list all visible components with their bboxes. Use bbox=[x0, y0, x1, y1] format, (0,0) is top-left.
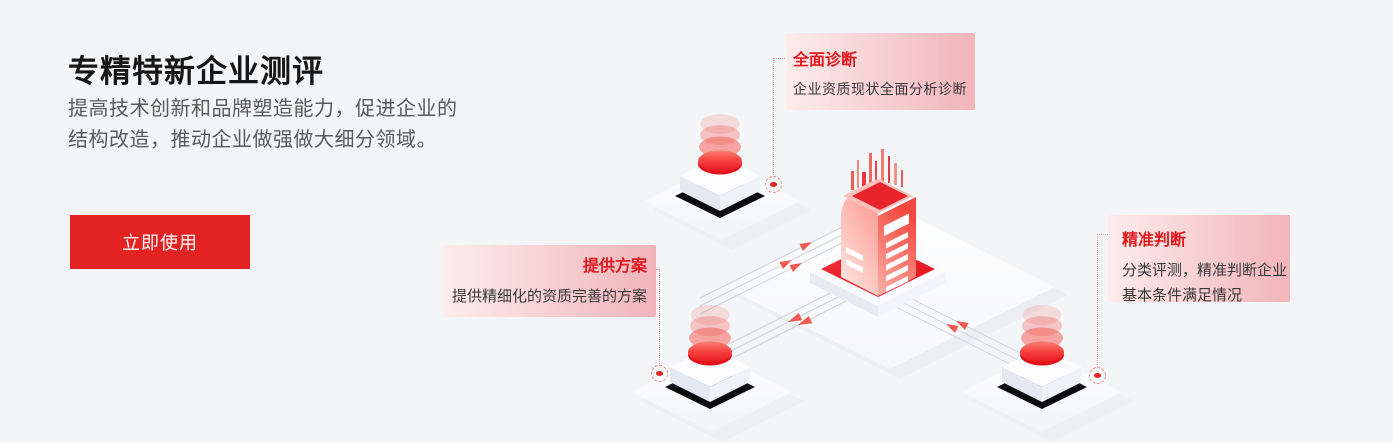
connector-line-judgment bbox=[1097, 234, 1098, 367]
connector-line-judgment bbox=[1097, 234, 1108, 235]
hero-description-line: 结构改造，推动企业做强做大细分领域。 bbox=[68, 129, 437, 151]
callout-description: 提供精细化的资质完善的方案 bbox=[452, 288, 648, 305]
cta-button[interactable]: 立即使用 bbox=[70, 215, 250, 269]
connector-line-solution bbox=[659, 269, 660, 366]
connector-line-solution bbox=[656, 269, 660, 270]
callout-precise-judgment: 精准判断 分类评测，精准判断企业 基本条件满足情况 bbox=[1108, 215, 1290, 304]
callout-description: 分类评测，精准判断企业 基本条件满足情况 bbox=[1122, 262, 1288, 304]
hero-description: 提高技术创新和品牌塑造能力，促进企业的 结构改造，推动企业做强做大细分领域。 bbox=[68, 94, 458, 156]
isometric-illustration bbox=[632, 114, 1134, 442]
connector-target-icon bbox=[1089, 367, 1106, 384]
node-platform-bottom-left bbox=[665, 305, 755, 409]
central-building bbox=[841, 149, 916, 296]
node-platform-bottom-right bbox=[997, 305, 1087, 409]
flow-arrows bbox=[779, 242, 969, 333]
callout-title: 全面诊断 bbox=[793, 52, 858, 69]
page-title: 专精特新企业测评 bbox=[68, 54, 324, 89]
callout-title: 提供方案 bbox=[582, 258, 647, 275]
connector-target-icon bbox=[765, 176, 782, 193]
connector-line-diagnosis bbox=[773, 58, 774, 177]
callout-comprehensive-diagnosis: 全面诊断 企业资质现状全面分析诊断 bbox=[786, 33, 975, 110]
hero-description-line: 提高技术创新和品牌塑造能力，促进企业的 bbox=[68, 98, 458, 120]
callout-provide-solution: 提供方案 提供精细化的资质完善的方案 bbox=[443, 245, 656, 317]
connector-line-diagnosis bbox=[773, 58, 787, 59]
building-windows bbox=[846, 213, 909, 292]
node-platform-top-left bbox=[675, 114, 765, 218]
callout-description: 企业资质现状全面分析诊断 bbox=[793, 81, 967, 97]
callout-title: 精准判断 bbox=[1122, 232, 1187, 249]
connector-target-icon bbox=[651, 365, 668, 382]
